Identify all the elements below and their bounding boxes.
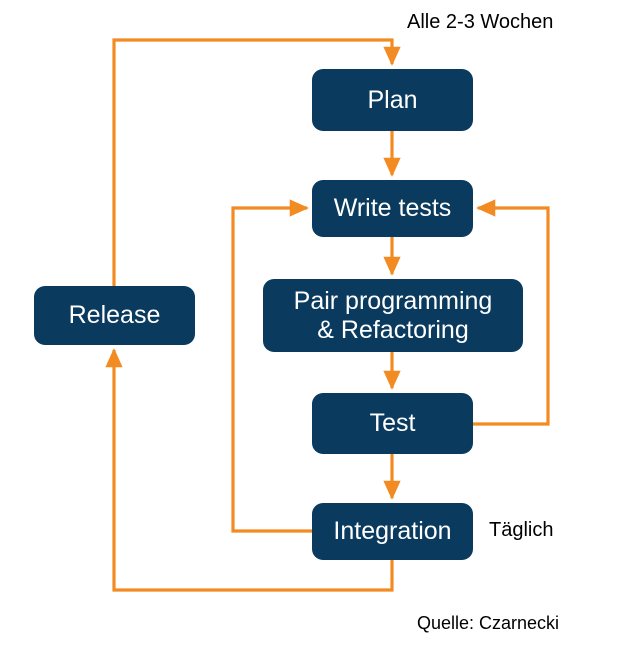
- node-pair-programming-refactoring[interactable]: Pair programming & Refactoring: [263, 279, 523, 352]
- edge-test-to-write-tests: [473, 199, 550, 426]
- annotation-integration-cadence: Täglich: [489, 519, 554, 541]
- annotation-source: Quelle: Czarnecki: [417, 613, 560, 633]
- edge-release-to-plan: [112, 38, 401, 286]
- node-test-label: Test: [369, 409, 416, 437]
- node-release[interactable]: Release: [34, 286, 195, 345]
- node-release-label: Release: [68, 301, 161, 329]
- node-write-tests-label: Write tests: [333, 194, 452, 222]
- node-plan[interactable]: Plan: [312, 69, 473, 131]
- node-write-tests[interactable]: Write tests: [312, 180, 473, 237]
- node-integration-label: Integration: [333, 517, 452, 545]
- node-plan-label: Plan: [367, 85, 418, 114]
- annotation-release-cadence: Alle 2-3 Wochen: [407, 11, 554, 33]
- edge-integration-to-write-tests: [231, 199, 312, 533]
- node-integration[interactable]: Integration: [312, 503, 473, 560]
- edge-integration-to-release: [105, 348, 394, 592]
- node-pair-programming-refactoring-label: Pair programming & Refactoring: [293, 286, 493, 344]
- node-test[interactable]: Test: [312, 393, 473, 454]
